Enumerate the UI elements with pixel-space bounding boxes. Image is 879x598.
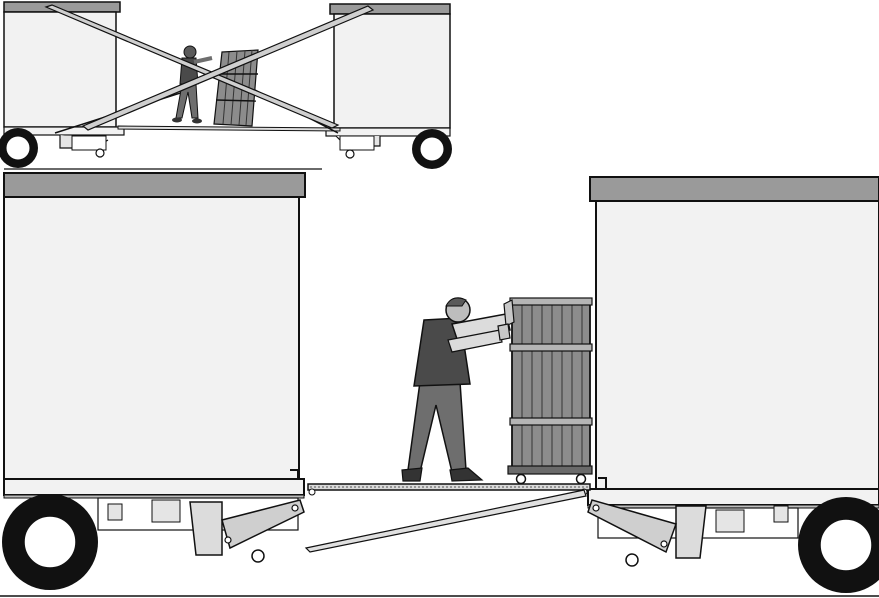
incorrect-procedure-inset	[0, 2, 452, 169]
right-trailer-wheel	[798, 497, 879, 593]
left-dock-lift	[190, 502, 222, 555]
right-dock-lift	[676, 506, 706, 558]
support-strap	[306, 490, 586, 552]
inset-right-trailer	[326, 4, 452, 169]
left-trailer-wheel	[2, 494, 98, 590]
bridge-plate	[308, 484, 590, 495]
worker	[402, 298, 514, 481]
inset-bridge-plate	[118, 126, 340, 131]
dolly-wheel	[517, 475, 526, 484]
crate	[508, 298, 592, 484]
correct-procedure-scene	[2, 173, 879, 593]
dolly-wheel	[577, 475, 586, 484]
left-trailer	[2, 173, 305, 590]
inset-right-wheel	[412, 129, 452, 169]
right-trailer	[588, 177, 879, 593]
